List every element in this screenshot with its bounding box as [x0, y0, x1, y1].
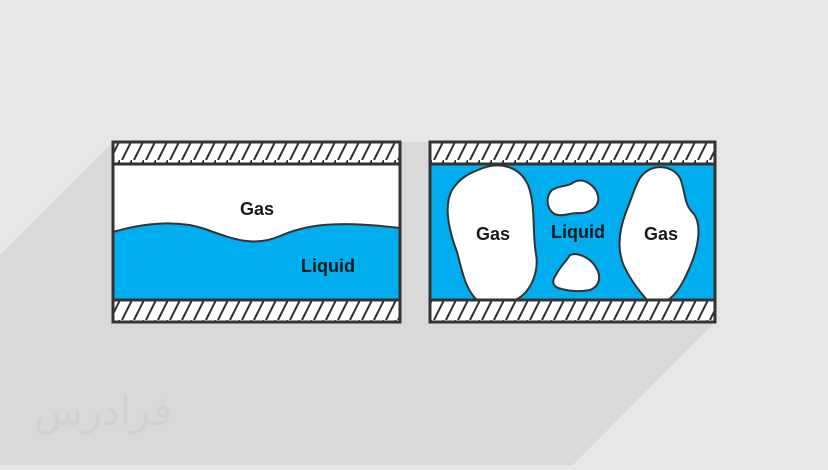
top-pipe-wall — [113, 142, 400, 164]
bottom-pipe-wall — [430, 300, 715, 322]
pipe-outline — [111, 140, 402, 324]
gas-bubble-small-top — [546, 179, 600, 217]
gas-right-label: Gas — [644, 224, 678, 244]
pipe-outline — [428, 140, 717, 324]
top-pipe-wall — [430, 142, 715, 164]
slug-flow-pipe: Gas Liquid Gas — [428, 140, 717, 324]
bottom-pipe-wall — [113, 300, 400, 322]
stratified-flow-pipe: Gas Liquid — [111, 140, 402, 324]
gas-left-label: Gas — [476, 224, 510, 244]
gas-bubble-large-right — [618, 166, 700, 302]
liquid-surface-line — [112, 222, 401, 243]
liquid-label: Liquid — [551, 222, 605, 242]
liquid-region — [113, 223, 400, 300]
gas-label: Gas — [240, 199, 274, 219]
liquid-label: Liquid — [301, 256, 355, 276]
watermark-logo: فرادرس — [34, 389, 172, 435]
gas-bubble-small-bottom — [552, 253, 601, 293]
